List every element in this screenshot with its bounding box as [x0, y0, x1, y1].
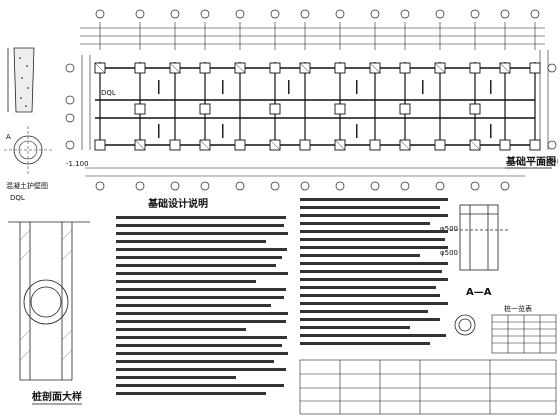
section-mark: A	[6, 133, 11, 141]
diameter-label-2: φ500	[440, 249, 458, 257]
section-aa-title: A—A	[466, 287, 492, 298]
diameter-label-1: φ500	[440, 225, 458, 233]
plan-scale: (1:100)	[540, 159, 559, 165]
pile-table-title: 桩一览表	[504, 305, 532, 313]
beam-label: DQL	[101, 89, 116, 97]
elevation-label: -1.100	[66, 160, 89, 168]
plan-title: 基础平面图	[506, 157, 556, 168]
ring-detail-title: 混凝土护壁图	[6, 182, 48, 190]
notes-title: 基础设计说明	[148, 199, 208, 210]
dql-label: DQL	[10, 194, 25, 202]
pile-section-title: 桩剖面大样	[32, 392, 82, 403]
